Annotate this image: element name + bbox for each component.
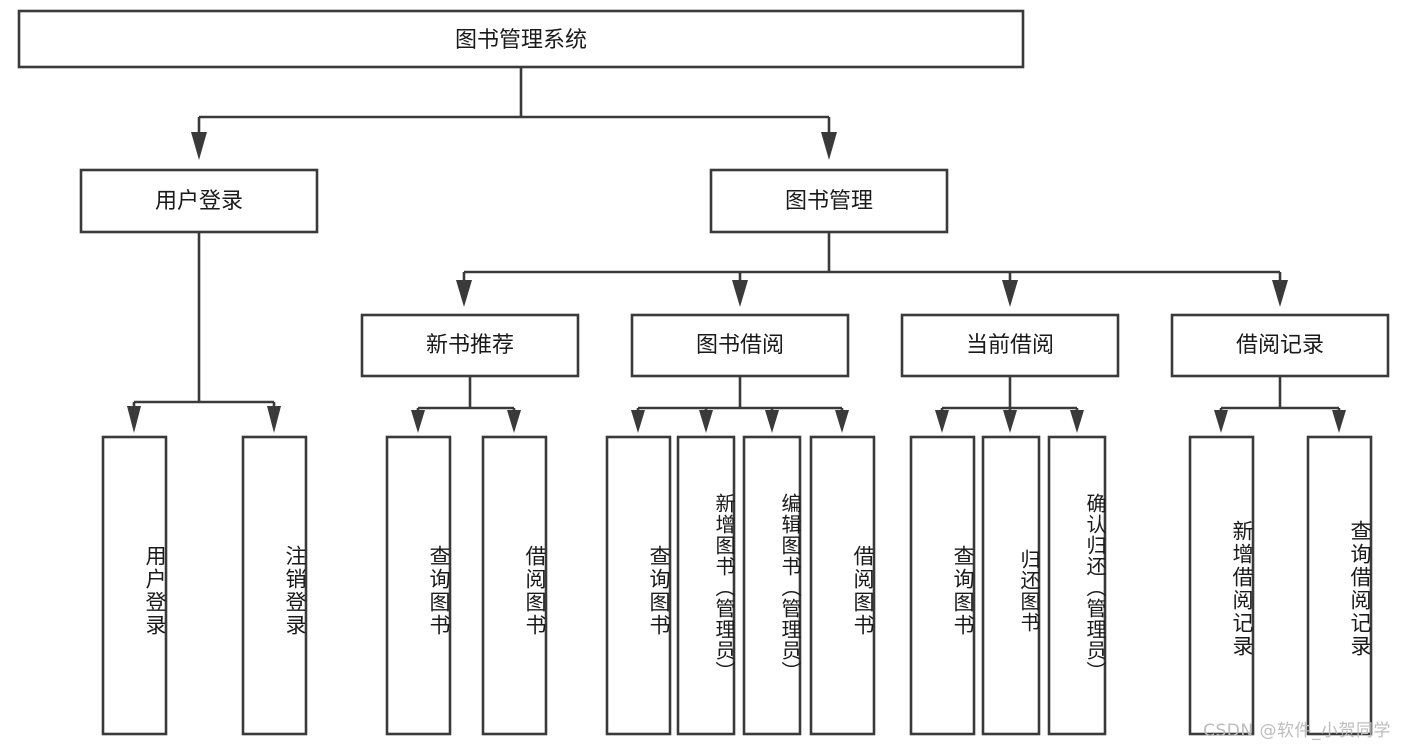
node-book-borrow-box[interactable] <box>630 313 850 378</box>
leaf-box-user-login[interactable] <box>101 435 168 736</box>
leaf-box-confirm-return-admin[interactable] <box>1047 435 1107 736</box>
node-current-borrow-label: 当前借阅 <box>966 333 1054 358</box>
arrow-head-user-login <box>191 132 207 160</box>
leaf-box-query-borrow-record[interactable] <box>1306 435 1373 736</box>
node-user-login-box[interactable] <box>79 168 319 234</box>
node-book-management-box[interactable] <box>709 168 949 234</box>
node-borrow-record-box[interactable] <box>1170 313 1390 378</box>
watermark-text: CSDN @软件_小贺同学 <box>1203 721 1391 741</box>
arrow-head-newbook-borrow <box>507 410 521 433</box>
arrow-head-cb-return <box>1003 410 1017 433</box>
arrow-head-bb-borrow <box>835 410 849 433</box>
node-book-borrow-label: 图书借阅 <box>696 333 784 358</box>
connector-group-book-mgmt <box>456 232 1288 307</box>
arrow-head-borrow-record <box>1272 280 1288 307</box>
node-borrow-record-label: 借阅记录 <box>1236 333 1324 358</box>
leaf-box-borrow-book-rec[interactable] <box>481 435 548 736</box>
leaf-box-add-book-admin[interactable] <box>676 435 736 736</box>
arrow-head-bb-edit <box>765 410 779 433</box>
leaf-box-borrow-book[interactable] <box>809 435 876 736</box>
arrow-head-br-add <box>1214 410 1228 433</box>
arrow-head-br-query <box>1332 410 1346 433</box>
arrow-head-new-book-rec <box>456 280 472 307</box>
arrow-head-leaf-user-login <box>127 406 141 433</box>
connector-group-new-book-rec <box>411 376 521 433</box>
node-book-management-label: 图书管理 <box>785 189 873 214</box>
node-new-book-recommend-label: 新书推荐 <box>426 333 514 358</box>
leaf-box-query-book-current[interactable] <box>909 435 976 736</box>
arrow-head-leaf-logout <box>267 406 281 433</box>
arrow-head-book-borrow <box>732 280 748 307</box>
leaf-box-query-book-borrow[interactable] <box>605 435 672 736</box>
arrow-head-bb-add <box>699 410 713 433</box>
leaf-box-add-borrow-record[interactable] <box>1188 435 1255 736</box>
connector-group-borrow-record <box>1214 376 1346 433</box>
arrow-head-cb-confirm <box>1070 410 1084 433</box>
arrow-head-cb-query <box>935 410 949 433</box>
connector-group-current-borrow <box>935 376 1084 433</box>
arrow-head-book-mgmt <box>821 132 837 160</box>
node-root-box[interactable] <box>17 9 1025 69</box>
node-current-borrow-box[interactable] <box>900 313 1120 378</box>
connector-group-user-login <box>127 232 281 433</box>
leaf-box-edit-book-admin[interactable] <box>742 435 802 736</box>
arrow-head-bb-query <box>631 410 645 433</box>
arrow-head-current-borrow <box>1002 280 1018 307</box>
connector-group-root <box>191 67 837 160</box>
arrow-head-newbook-query <box>411 410 425 433</box>
leaf-box-return-book[interactable] <box>981 435 1041 736</box>
node-new-book-recommend-box[interactable] <box>360 313 580 378</box>
leaf-box-query-book-rec[interactable] <box>385 435 452 736</box>
node-root-label: 图书管理系统 <box>455 28 587 53</box>
connector-group-book-borrow <box>631 376 849 433</box>
leaf-box-logout[interactable] <box>241 435 308 736</box>
node-user-login-label: 用户登录 <box>155 189 243 214</box>
